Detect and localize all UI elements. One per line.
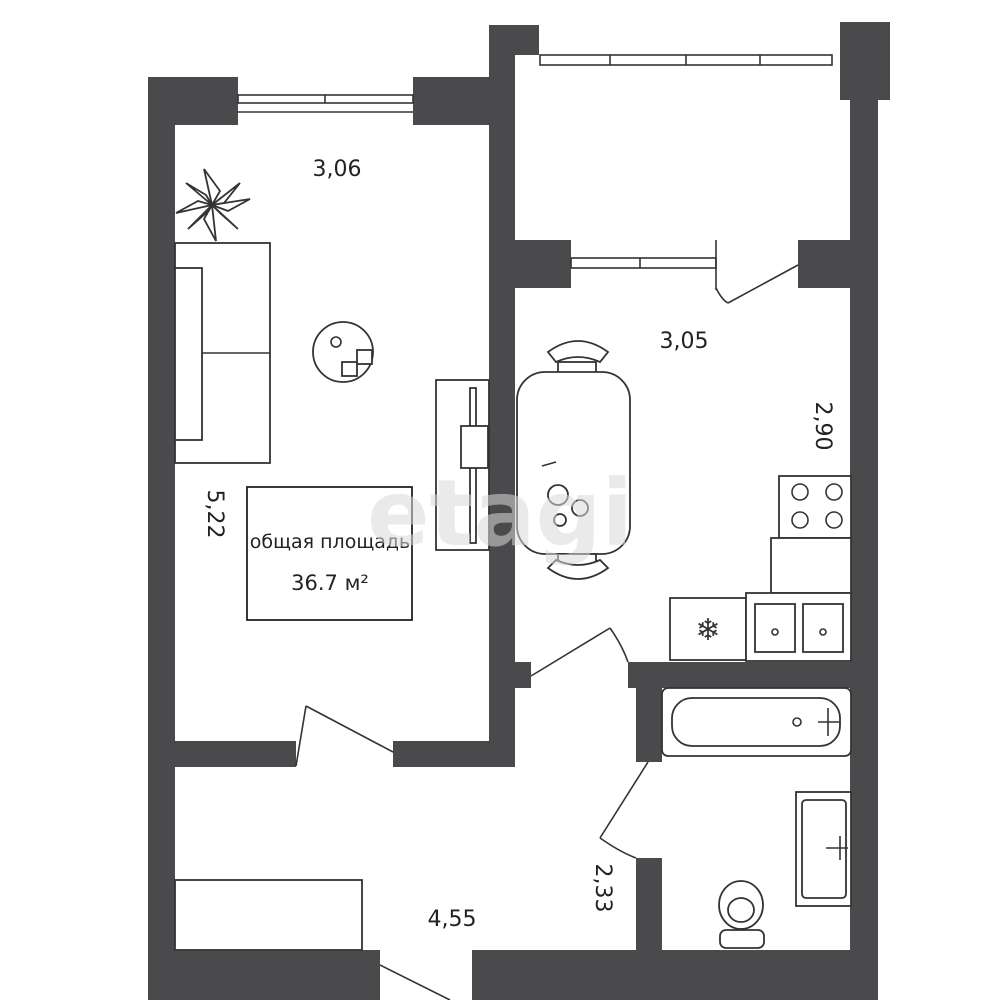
living-room-length: 5,22 <box>202 490 227 539</box>
total-area-label: общая площадь <box>250 531 410 553</box>
kitchen-length: 2,90 <box>810 402 835 451</box>
doors <box>295 240 799 1000</box>
kitchen-furniture: ❄ <box>516 340 852 662</box>
living-room-width: 3,06 <box>313 157 362 182</box>
wardrobe-icon <box>174 879 363 951</box>
kitchen-width: 3,05 <box>660 329 709 354</box>
toilet-icon <box>718 880 765 949</box>
watermark: etagi <box>367 460 633 567</box>
hallway-width: 2,33 <box>590 864 615 913</box>
dimension-labels: 3,06 5,22 3,05 2,90 4,55 2,33 <box>202 157 835 932</box>
fridge-icon: ❄ <box>669 597 747 661</box>
tv-stand-icon <box>435 379 490 551</box>
coffee-table-icon <box>312 321 374 383</box>
total-area-box: общая площадь 36.7 м² <box>246 486 413 621</box>
sofa-icon <box>174 242 271 464</box>
hallway-length: 4,55 <box>428 907 477 932</box>
bathroom-fixtures <box>661 687 852 949</box>
bathtub-icon <box>661 687 852 757</box>
kitchen-counter <box>770 537 852 594</box>
stove-icon <box>778 475 852 539</box>
living-furniture <box>174 168 490 551</box>
svg-text:❄: ❄ <box>695 613 720 648</box>
plant-icon <box>175 168 251 242</box>
total-area-value: 36.7 м² <box>291 571 369 595</box>
washbasin-icon <box>795 791 852 907</box>
sink-icon <box>745 592 852 662</box>
walls <box>148 22 890 1000</box>
dining-table-icon <box>516 340 631 580</box>
